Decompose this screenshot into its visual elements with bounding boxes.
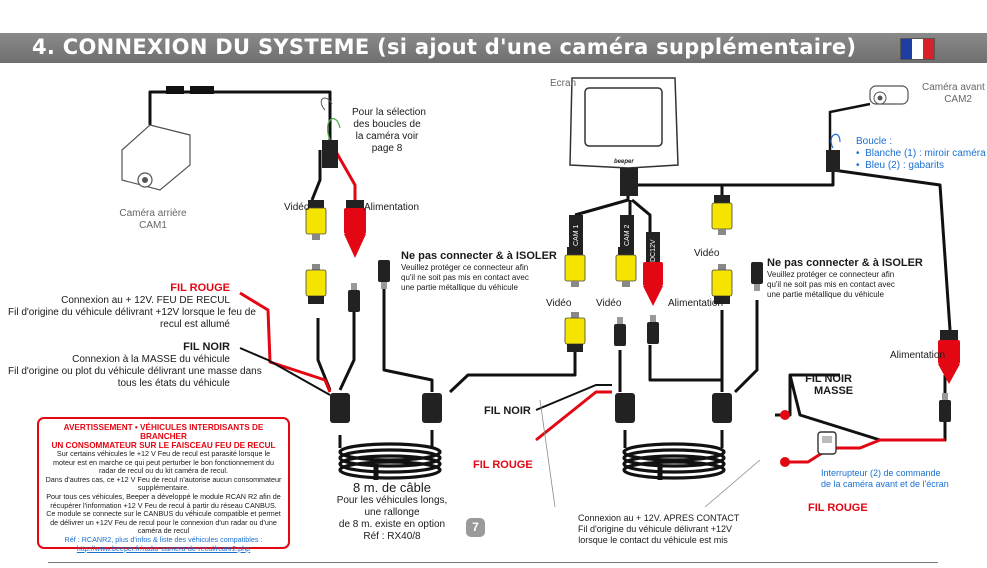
red-wire-mid-label: FIL ROUGE [473,459,533,471]
loop-selection-note: Pour la sélection des boucles de la camé… [352,107,426,154]
red-wire-right-label: FIL ROUGE [808,502,868,514]
page-number: 7 [466,518,485,537]
brand-logo: beeper [614,159,634,165]
dc12v-tag: DC12V [650,239,657,262]
power-label-cam1: Alimentation [364,202,420,213]
power-label-cam2: Alimentation [890,350,946,361]
video-label-cam2: Vidéo [694,248,720,259]
screen-icon [569,77,679,196]
title-banner [0,33,987,63]
french-flag-icon [900,38,935,60]
black-wire-mid-label: FIL NOIR [484,405,531,417]
cable-note: 8 m. de câble Pour les véhicules longs, … [336,480,448,542]
red-wire-reverse-note: FIL ROUGE Connexion au + 12V. FEU DE REC… [8,282,256,330]
video-label-screen-2: Vidéo [596,298,622,309]
cam2-tag: CAM 2 [624,224,631,246]
video-label-screen-1: Vidéo [546,298,572,309]
isolate-note-2: Ne pas connecter & à ISOLER Veuillez pro… [767,257,923,299]
rear-camera-icon [121,86,214,191]
black-wire-ground-note: FIL NOIR Connexion à la MASSE du véhicul… [8,341,262,389]
front-camera-icon [828,85,909,150]
rcanr2-link[interactable]: http://www.beeper.fr/radar-camera-de-rec… [76,543,251,553]
video-label-cam1: Vidéo [284,202,310,213]
power-label-screen: Alimentation [668,298,724,309]
ignition-note: Connexion au + 12V. APRES CONTACT Fil d'… [578,513,740,545]
screen-label: Ecran [550,78,577,89]
isolate-note-1: Ne pas connecter & à ISOLER Veuillez pro… [401,250,557,292]
warning-box: AVERTISSEMENT • VÉHICULES INTERDISANTS D… [37,417,290,552]
loop-legend: Boucle : • Blanche (1) : miroir caméra •… [856,136,986,171]
page-title: 4. CONNEXION DU SYSTEME (si ajout d'une … [32,35,857,59]
cam1-tag: CAM 1 [573,224,580,246]
bottom-divider [48,562,938,563]
